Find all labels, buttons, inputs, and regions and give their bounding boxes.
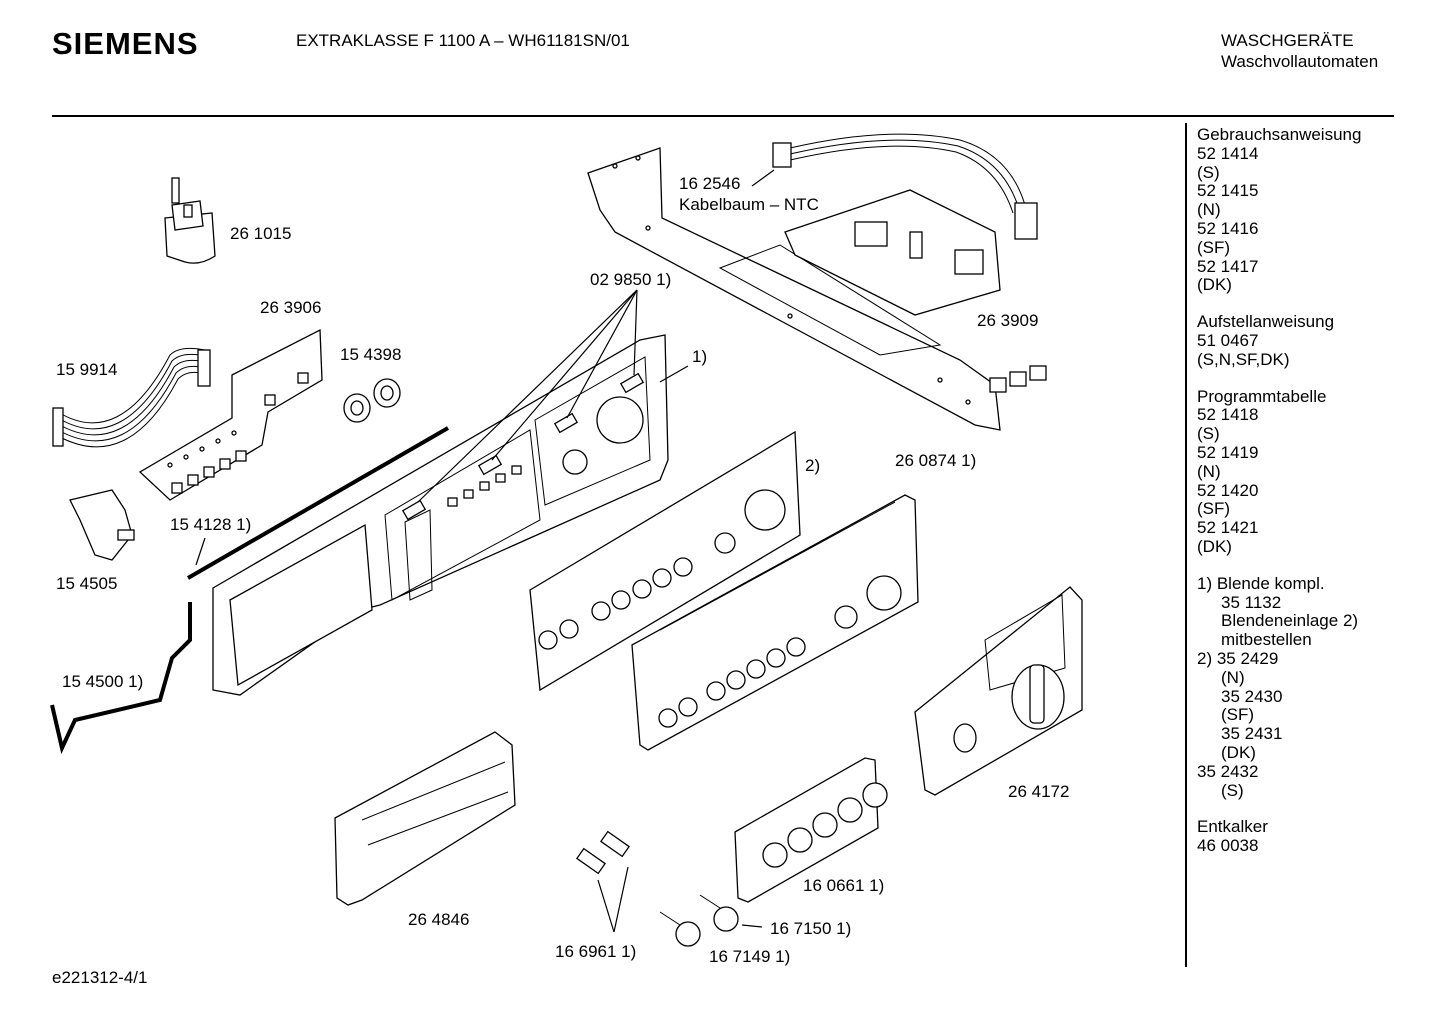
sidebar-line: 1) Blende kompl. [1197, 573, 1325, 593]
part-blende-frame [212, 334, 669, 696]
sidebar-line: mitbestellen [1221, 630, 1312, 650]
sidebar-line: 46 0038 [1197, 836, 1259, 856]
sidebar-line: (SF) [1221, 705, 1255, 725]
part-261015-sensor [164, 177, 216, 264]
label-167150: 16 7150 1) [770, 919, 852, 938]
sidebar-line: (SF) [1197, 237, 1231, 257]
sidebar-line: Entkalker [1197, 817, 1268, 837]
sidebar-line: Blendeneinlage 2) [1221, 611, 1359, 631]
sidebar-line: (N) [1197, 200, 1221, 220]
part-154398-knobs [343, 378, 401, 423]
sidebar-line: 35 1132 [1221, 592, 1282, 612]
label-264172: 26 4172 [1008, 782, 1070, 801]
sidebar-line: 52 1418 [1197, 405, 1259, 425]
part-264846-drawer-cover [334, 731, 516, 906]
part-260874-panel [631, 494, 919, 751]
label-154500: 15 4500 1) [62, 672, 144, 691]
sidebar-line: (S) [1197, 424, 1220, 444]
sidebar-line: 52 1421 [1197, 518, 1259, 538]
label-blende-ref: 1) [692, 347, 708, 366]
sidebar-line: (DK) [1197, 275, 1232, 295]
label-159914: 15 9914 [56, 360, 118, 379]
part-263906-pcb [138, 328, 323, 501]
part-264172-knob-panel [914, 586, 1083, 796]
label-154398: 15 4398 [340, 345, 402, 364]
sidebar-line: (S,N,SF,DK) [1197, 349, 1290, 369]
sidebar-line: 52 1419 [1197, 442, 1259, 462]
label-260874: 26 0874 1) [895, 451, 977, 470]
category-title: WASCHGERÄTE [1221, 31, 1354, 50]
part-154128-rod [187, 426, 449, 580]
label-kabelbaum-ntc: Kabelbaum – NTC [679, 195, 819, 214]
part-263909-module [587, 147, 1047, 431]
sidebar-line: (DK) [1221, 742, 1256, 762]
drawing-code: e221312-4/1 [52, 968, 148, 987]
sidebar-line: (N) [1197, 461, 1221, 481]
sidebar-line: (DK) [1197, 536, 1232, 556]
sidebar-line: 35 2431 [1221, 724, 1283, 744]
part-154500-wire-bracket [50, 602, 192, 755]
sidebar-line: Gebrauchsanweisung [1197, 125, 1362, 144]
sidebar-line: 52 1416 [1197, 218, 1259, 238]
sidebar-line: 52 1420 [1197, 480, 1259, 500]
sidebar-line: 51 0467 [1197, 330, 1259, 350]
label-263909: 26 3909 [977, 311, 1039, 330]
label-162546: 16 2546 [679, 174, 741, 193]
label-154505: 15 4505 [56, 574, 118, 593]
category-subtitle: Waschvollautomaten [1221, 52, 1379, 71]
sidebar-line: (SF) [1197, 499, 1231, 519]
sidebar-line: 52 1415 [1197, 181, 1259, 201]
part-blendeneinlage-panel [529, 430, 801, 692]
part-167150-167149-light-guides [659, 894, 763, 947]
sidebar-line: (N) [1221, 667, 1245, 687]
part-162546-harness [751, 133, 1038, 240]
label-264846: 26 4846 [408, 910, 470, 929]
sidebar-line: 52 1417 [1197, 256, 1259, 276]
part-154505-switch [69, 489, 135, 561]
label-029850: 02 9850 1) [590, 270, 672, 289]
part-159914-ribbon-cable [52, 347, 211, 448]
part-160661-button-block [734, 757, 888, 903]
sidebar-line: 52 1414 [1197, 143, 1259, 163]
sidebar-line: 35 2432 [1197, 761, 1259, 781]
model-title: EXTRAKLASSE F 1100 A – WH61181SN/01 [296, 31, 630, 50]
label-154128: 15 4128 1) [170, 515, 252, 534]
sidebar-line: Aufstellanweisung [1197, 312, 1335, 332]
sidebar-line: 2) 35 2429 [1197, 648, 1279, 668]
label-einlage-ref: 2) [805, 456, 821, 475]
sidebar-line: 35 2430 [1221, 686, 1283, 706]
label-167149: 16 7149 1) [709, 947, 791, 966]
brand-logo: SIEMENS [52, 26, 199, 61]
label-166961: 16 6961 1) [555, 942, 637, 961]
sidebar-line: (S) [1221, 780, 1244, 800]
label-160661: 16 0661 1) [803, 876, 885, 895]
part-166961-springs [576, 830, 630, 933]
part-029850-springs [401, 372, 645, 521]
label-263906: 26 3906 [260, 298, 322, 317]
sidebar-line: Programmtabelle [1197, 386, 1327, 406]
label-261015: 26 1015 [230, 224, 292, 243]
sidebar-line: (S) [1197, 162, 1220, 182]
